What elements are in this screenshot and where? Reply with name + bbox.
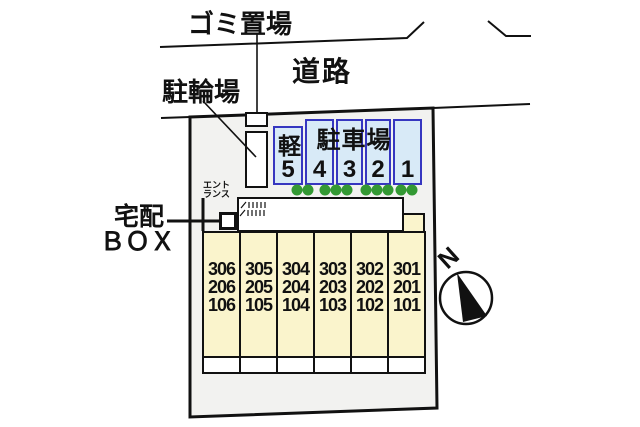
kei-car-label: 軽 [278, 133, 301, 159]
room-number: 204 [281, 277, 310, 297]
road-lower-line-left [160, 116, 191, 119]
room-number: 301 [392, 259, 421, 279]
room-number: 306 [207, 259, 236, 279]
garbage-area-label: ゴミ置場 [188, 9, 293, 39]
room-number: 302 [355, 259, 384, 279]
room-number: 104 [281, 295, 310, 315]
unit-numbers: 302 202 102 [352, 233, 387, 356]
parking-space-1: 1 [393, 119, 422, 185]
room-number: 103 [318, 295, 347, 315]
room-number: 106 [207, 295, 236, 315]
room-number: 305 [244, 259, 273, 279]
unit-column: 306 206 106 [204, 233, 241, 372]
balcony [389, 356, 424, 372]
road-label: 道路 [292, 56, 353, 87]
balcony [315, 356, 350, 372]
delivery-box-label-line1: 宅配 [114, 203, 165, 231]
parking-space-number: 3 [342, 156, 357, 183]
unit-column: 303 203 103 [315, 233, 352, 372]
room-number: 201 [392, 277, 421, 297]
parking-space-number: 4 [312, 156, 327, 183]
unit-column: 304 204 104 [278, 233, 315, 372]
unit-numbers: 304 204 104 [278, 233, 313, 356]
entrance-label-line2: ランス [203, 189, 230, 199]
parking-space-4: 4 [305, 119, 334, 185]
apartment-building: 306 206 106 305 205 105 304 204 104 [202, 231, 426, 374]
parking-lot-label: 駐車場 [316, 127, 392, 154]
parking-space-2: 2 [365, 119, 391, 185]
room-number: 303 [318, 259, 347, 279]
entrance-label: エント ランス [203, 181, 230, 199]
balcony [352, 356, 387, 372]
road-upper-line-break [487, 20, 531, 37]
delivery-box-label-line2: ＢＯＸ [100, 228, 176, 256]
building-right-wing [402, 213, 425, 234]
parking-space-number: 5 [281, 156, 295, 183]
room-number: 101 [392, 295, 421, 315]
bicycle-parking-label: 駐輪場 [162, 77, 241, 107]
room-number: 105 [244, 295, 273, 315]
parking-space-5: 5 [273, 126, 303, 185]
balcony [241, 356, 276, 372]
room-number: 206 [207, 277, 236, 297]
road-upper-line [159, 21, 425, 48]
room-number: 304 [281, 259, 310, 279]
delivery-box [219, 212, 237, 230]
unit-numbers: 303 203 103 [315, 233, 350, 356]
road-lower-line-right [432, 103, 531, 109]
parking-space-3: 3 [336, 119, 363, 185]
room-number: 102 [355, 295, 384, 315]
room-number: 202 [355, 277, 384, 297]
unit-column: 301 201 101 [389, 233, 424, 372]
unit-column: 305 205 105 [241, 233, 278, 372]
entrance-label-line1: エント [203, 180, 231, 190]
balcony [204, 356, 239, 372]
walkway [237, 197, 404, 232]
room-number: 203 [318, 277, 347, 297]
parking-space-number: 2 [371, 156, 385, 183]
unit-column: 302 202 102 [352, 233, 389, 372]
unit-numbers: 301 201 101 [389, 233, 424, 356]
parking-space-number: 1 [400, 156, 415, 183]
room-number: 205 [244, 277, 273, 297]
unit-numbers: 305 205 105 [241, 233, 276, 356]
bicycle-parking-box [245, 131, 268, 188]
unit-numbers: 306 206 106 [204, 233, 239, 356]
garbage-area-box [245, 112, 268, 127]
balcony [278, 356, 313, 372]
